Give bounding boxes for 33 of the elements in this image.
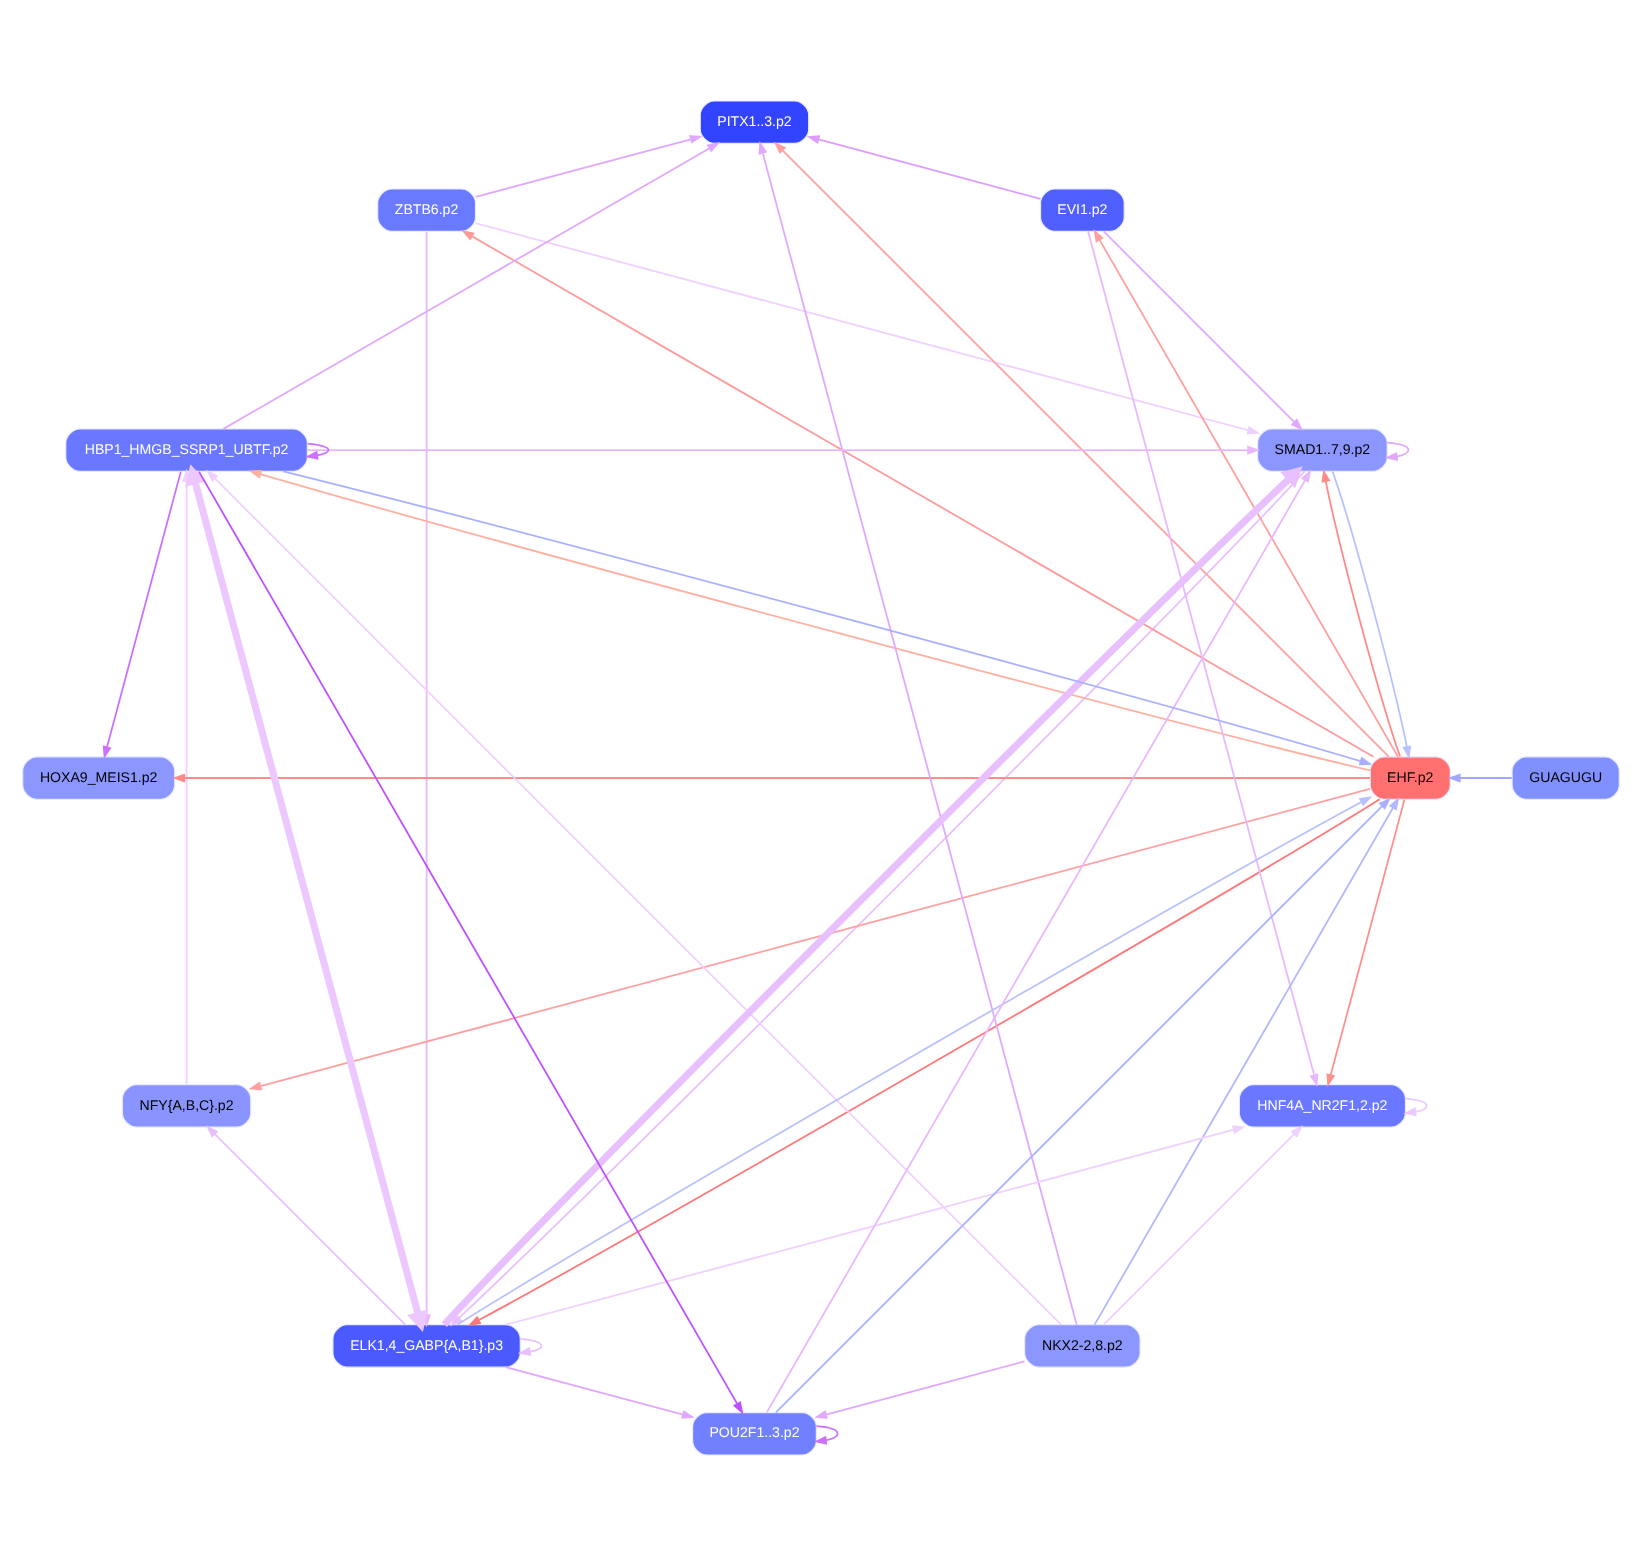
arrow bbox=[1092, 797, 1399, 1326]
arrow bbox=[812, 1425, 838, 1445]
arrow bbox=[247, 787, 1370, 1091]
arrow bbox=[1330, 470, 1411, 759]
arrow bbox=[772, 141, 1389, 758]
arrow bbox=[460, 230, 1374, 758]
arrow bbox=[774, 797, 1390, 1414]
arrow bbox=[197, 470, 743, 1415]
arrow bbox=[1086, 230, 1318, 1087]
arrow bbox=[1101, 230, 1303, 431]
arrow bbox=[171, 773, 1370, 783]
arrow bbox=[516, 1337, 542, 1357]
arrow bbox=[757, 141, 1077, 1326]
arrow bbox=[1101, 1125, 1303, 1326]
arrow bbox=[473, 135, 702, 198]
arrow bbox=[304, 442, 329, 460]
arrow bbox=[813, 1360, 1025, 1419]
arrow bbox=[1383, 441, 1409, 461]
arrow bbox=[184, 464, 427, 1332]
arrow bbox=[504, 1125, 1245, 1326]
arrow bbox=[473, 222, 1260, 435]
arrow bbox=[504, 1366, 694, 1419]
arrow bbox=[1092, 229, 1398, 758]
arrow bbox=[204, 1125, 406, 1326]
arrow bbox=[1320, 469, 1400, 758]
arrow bbox=[101, 470, 181, 759]
arrow bbox=[221, 142, 720, 430]
arrow bbox=[765, 469, 1311, 1414]
arrow bbox=[1325, 798, 1405, 1087]
arrow bbox=[805, 135, 1041, 200]
arrow bbox=[305, 445, 1260, 455]
arrow bbox=[1402, 1097, 1427, 1117]
arrow bbox=[1446, 773, 1512, 783]
